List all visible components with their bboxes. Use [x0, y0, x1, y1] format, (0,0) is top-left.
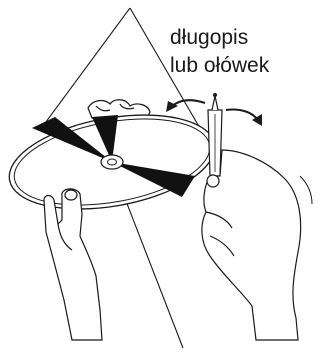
- disc: [2, 101, 222, 224]
- right-hand: [202, 150, 312, 340]
- pencil: [208, 93, 222, 176]
- left-thumbnail: [65, 190, 77, 200]
- caption-line-2: lub ołówek: [170, 52, 269, 80]
- right-thumbnail: [207, 175, 219, 187]
- pencil-tip: [212, 96, 218, 110]
- pencil-caption: długopis lub ołówek: [170, 24, 269, 80]
- disc-hub-inner: [108, 159, 117, 165]
- caption-line-1: długopis: [170, 24, 269, 52]
- left-hand: [44, 189, 102, 340]
- arrow-right-icon: [226, 109, 258, 120]
